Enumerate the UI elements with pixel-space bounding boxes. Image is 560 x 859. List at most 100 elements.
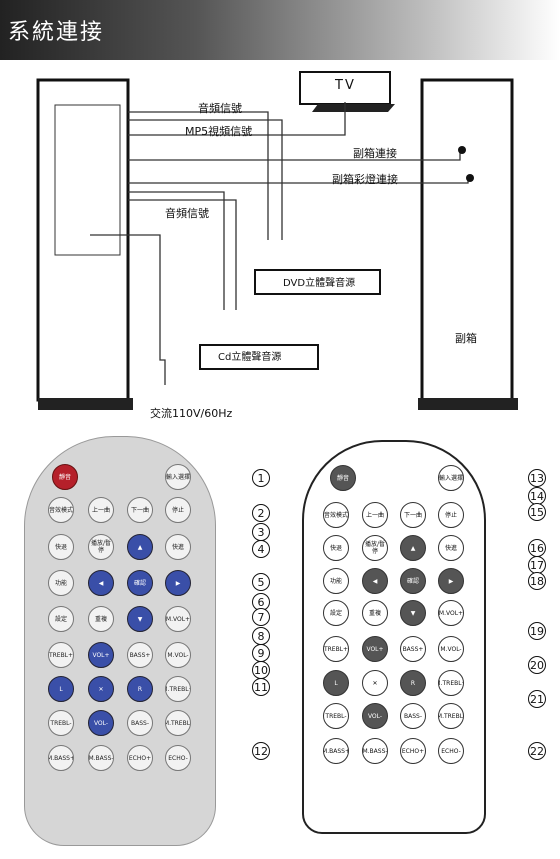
callout-11: 11 xyxy=(252,678,270,696)
remote-vol-minus-button[interactable]: VOL- xyxy=(88,710,114,736)
diagram-ok-button: 確認 xyxy=(400,568,426,594)
remote-echo-minus-button[interactable]: ECHO- xyxy=(165,745,191,771)
remote-m-vol-plus-button[interactable]: M.VOL+ xyxy=(165,606,191,632)
diagram-treble-minus-button: TREBL- xyxy=(323,703,349,729)
diagram-m-bass-minus-button: M.BASS- xyxy=(362,738,388,764)
remote-bass-minus-button[interactable]: BASS- xyxy=(127,710,153,736)
cable-audio-bottom-r xyxy=(128,199,237,310)
remote-left-arrow-button[interactable]: ◀ xyxy=(88,570,114,596)
callout-7: 7 xyxy=(252,608,270,626)
remote-input-select-button[interactable]: 輸入選擇 xyxy=(165,464,191,490)
label-sub-connect: 副箱連接 xyxy=(353,147,397,160)
label-cd-source: Cd立體聲音源 xyxy=(218,352,282,363)
remote-m-treble-minus-button[interactable]: M.TREBL- xyxy=(165,710,191,736)
tv-stand xyxy=(312,104,395,112)
remote-down-arrow-button[interactable]: ▼ xyxy=(127,606,153,632)
remote-treble-minus-button[interactable]: TREBL- xyxy=(48,710,74,736)
callout-1: 1 xyxy=(252,469,270,487)
remote-echo-plus-button[interactable]: ECHO+ xyxy=(127,745,153,771)
diagram-m-treble-plus-button: M.TREBL+ xyxy=(438,670,464,696)
remote-prev-button[interactable]: 上一曲 xyxy=(88,497,114,523)
main-speaker-base xyxy=(38,398,133,410)
callout-22: 22 xyxy=(528,742,546,760)
diagram-echo-plus-button: ECHO+ xyxy=(400,738,426,764)
callout-9: 9 xyxy=(252,644,270,662)
callout-12: 12 xyxy=(252,742,270,760)
diagram-m-vol-minus-button: M.VOL- xyxy=(438,636,464,662)
remote-repeat-button[interactable]: 重複 xyxy=(88,606,114,632)
diagram-bass-minus-button: BASS- xyxy=(400,703,426,729)
diagram-function-button: 功能 xyxy=(323,568,349,594)
cable-video xyxy=(128,102,346,136)
diagram-forward-button: 快進 xyxy=(438,535,464,561)
remote-function-button[interactable]: 功能 xyxy=(48,570,74,596)
label-sub-color-connect: 副箱彩燈連接 xyxy=(332,173,398,186)
diagram-left-arrow-button: ◀ xyxy=(362,568,388,594)
remote-mute-icon-button[interactable]: ✕ xyxy=(88,676,114,702)
remote-forward-button[interactable]: 快進 xyxy=(165,534,191,560)
header-banner xyxy=(0,0,560,60)
remote-settings-button[interactable]: 設定 xyxy=(48,606,74,632)
cable-audio-top-l xyxy=(128,111,269,240)
label-tv: TV xyxy=(335,78,356,93)
remote-m-vol-minus-button[interactable]: M.VOL- xyxy=(165,642,191,668)
callout-2: 2 xyxy=(252,504,270,522)
diagram-bass-plus-button: BASS+ xyxy=(400,636,426,662)
remote-m-bass-plus-button[interactable]: M.BASS+ xyxy=(48,745,74,771)
cable-sub-color xyxy=(128,178,469,184)
sub-speaker-jack xyxy=(458,146,466,154)
dvd-player xyxy=(254,269,381,295)
diagram-repeat-button: 重複 xyxy=(362,600,388,626)
cable-sub-speaker xyxy=(128,150,461,161)
diagram-m-bass-plus-button: M.BASS+ xyxy=(323,738,349,764)
remote-next-button[interactable]: 下一曲 xyxy=(127,497,153,523)
remote-m-bass-minus-button[interactable]: M.BASS- xyxy=(88,745,114,771)
diagram-rewind-button: 快退 xyxy=(323,535,349,561)
callout-5: 5 xyxy=(252,573,270,591)
callout-10: 10 xyxy=(252,661,270,679)
diagram-m-vol-plus-button: M.VOL+ xyxy=(438,600,464,626)
remote-play-pause-button[interactable]: 播放/暫停 xyxy=(88,534,114,560)
sub-speaker-base xyxy=(418,398,518,410)
remote-left-channel-button[interactable]: L xyxy=(48,676,74,702)
label-sub-speaker: 副箱 xyxy=(455,332,477,345)
diagram-settings-button: 設定 xyxy=(323,600,349,626)
diagram-stop-button: 停止 xyxy=(438,502,464,528)
remote-mute-button[interactable]: 靜音 xyxy=(52,464,78,490)
callout-18: 18 xyxy=(528,572,546,590)
diagram-m-treble-minus-button: M.TREBL- xyxy=(438,703,464,729)
remote-mode-button[interactable]: 音效模式 xyxy=(48,497,74,523)
diagram-vol-plus-button: VOL+ xyxy=(362,636,388,662)
callout-20: 20 xyxy=(528,656,546,674)
diagram-up-arrow-button: ▲ xyxy=(400,535,426,561)
callout-19: 19 xyxy=(528,622,546,640)
tv-box xyxy=(299,71,391,105)
cable-audio-top-r xyxy=(128,119,283,240)
diagram-left-channel-button: L xyxy=(323,670,349,696)
diagram-echo-minus-button: ECHO- xyxy=(438,738,464,764)
remote-bass-plus-button[interactable]: BASS+ xyxy=(127,642,153,668)
cd-player xyxy=(199,344,319,370)
diagram-vol-minus-button: VOL- xyxy=(362,703,388,729)
callout-8: 8 xyxy=(252,627,270,645)
remote-treble-plus-button[interactable]: TREBL+ xyxy=(48,642,74,668)
sub-speaker-cabinet xyxy=(420,78,514,402)
diagram-prev-button: 上一曲 xyxy=(362,502,388,528)
remote-right-arrow-button[interactable]: ▶ xyxy=(165,570,191,596)
callout-4: 4 xyxy=(252,540,270,558)
diagram-mode-button: 音效模式 xyxy=(323,502,349,528)
remote-stop-button[interactable]: 停止 xyxy=(165,497,191,523)
label-power: 交流110V/60Hz xyxy=(150,407,233,420)
remote-vol-plus-button[interactable]: VOL+ xyxy=(88,642,114,668)
remote-rewind-button[interactable]: 快退 xyxy=(48,534,74,560)
diagram-input-select-button: 輸入選擇 xyxy=(438,465,464,491)
remote-right-channel-button[interactable]: R xyxy=(127,676,153,702)
sub-color-jack xyxy=(466,174,474,182)
label-audio-signal-bottom: 音頻信號 xyxy=(165,207,209,220)
connection-diagram xyxy=(36,71,518,410)
callout-15: 15 xyxy=(528,503,546,521)
remote-up-arrow-button[interactable]: ▲ xyxy=(127,534,153,560)
remote-ok-button[interactable]: 確認 xyxy=(127,570,153,596)
diagram-right-channel-button: R xyxy=(400,670,426,696)
remote-m-treble-plus-button[interactable]: M.TREBL+ xyxy=(165,676,191,702)
